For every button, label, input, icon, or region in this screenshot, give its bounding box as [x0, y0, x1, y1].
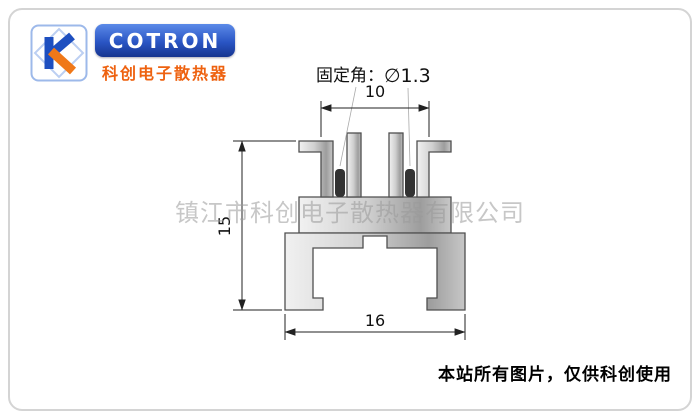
dim-top-label: 10 — [365, 82, 385, 101]
dim-bottom-label: 16 — [365, 311, 385, 330]
cotron-logo: COTRON 科创电子散热器 — [30, 24, 235, 84]
hole-diameter-label: ∅1.3 — [384, 65, 431, 87]
profile-mid-fin-right — [388, 132, 404, 198]
dim-left-label: 15 — [215, 216, 234, 236]
hole-leader-lines — [339, 86, 411, 167]
heatsink-profile — [284, 132, 466, 311]
fixing-hole-left — [335, 169, 345, 197]
brand-chinese: 科创电子散热器 — [101, 64, 228, 83]
profile-right-cap-fin — [416, 140, 452, 198]
profile-left-cap-fin — [298, 140, 334, 198]
logo-text-block: COTRON 科创电子散热器 — [95, 24, 235, 84]
brand-banner: COTRON — [95, 24, 235, 57]
border-frame — [8, 8, 692, 411]
cotron-k-logo-icon — [30, 24, 88, 82]
usage-note: 本站所有图片，仅供科创使用 — [438, 365, 672, 385]
profile-lower-channel — [284, 232, 466, 311]
fixing-holes — [335, 169, 415, 197]
fixing-hole-right — [405, 169, 415, 197]
company-watermark: 镇江市科创电子散热器有限公司 — [175, 199, 525, 227]
fixing-angle-label: 固定角： — [316, 66, 384, 86]
profile-mid-fin-left — [346, 132, 362, 198]
